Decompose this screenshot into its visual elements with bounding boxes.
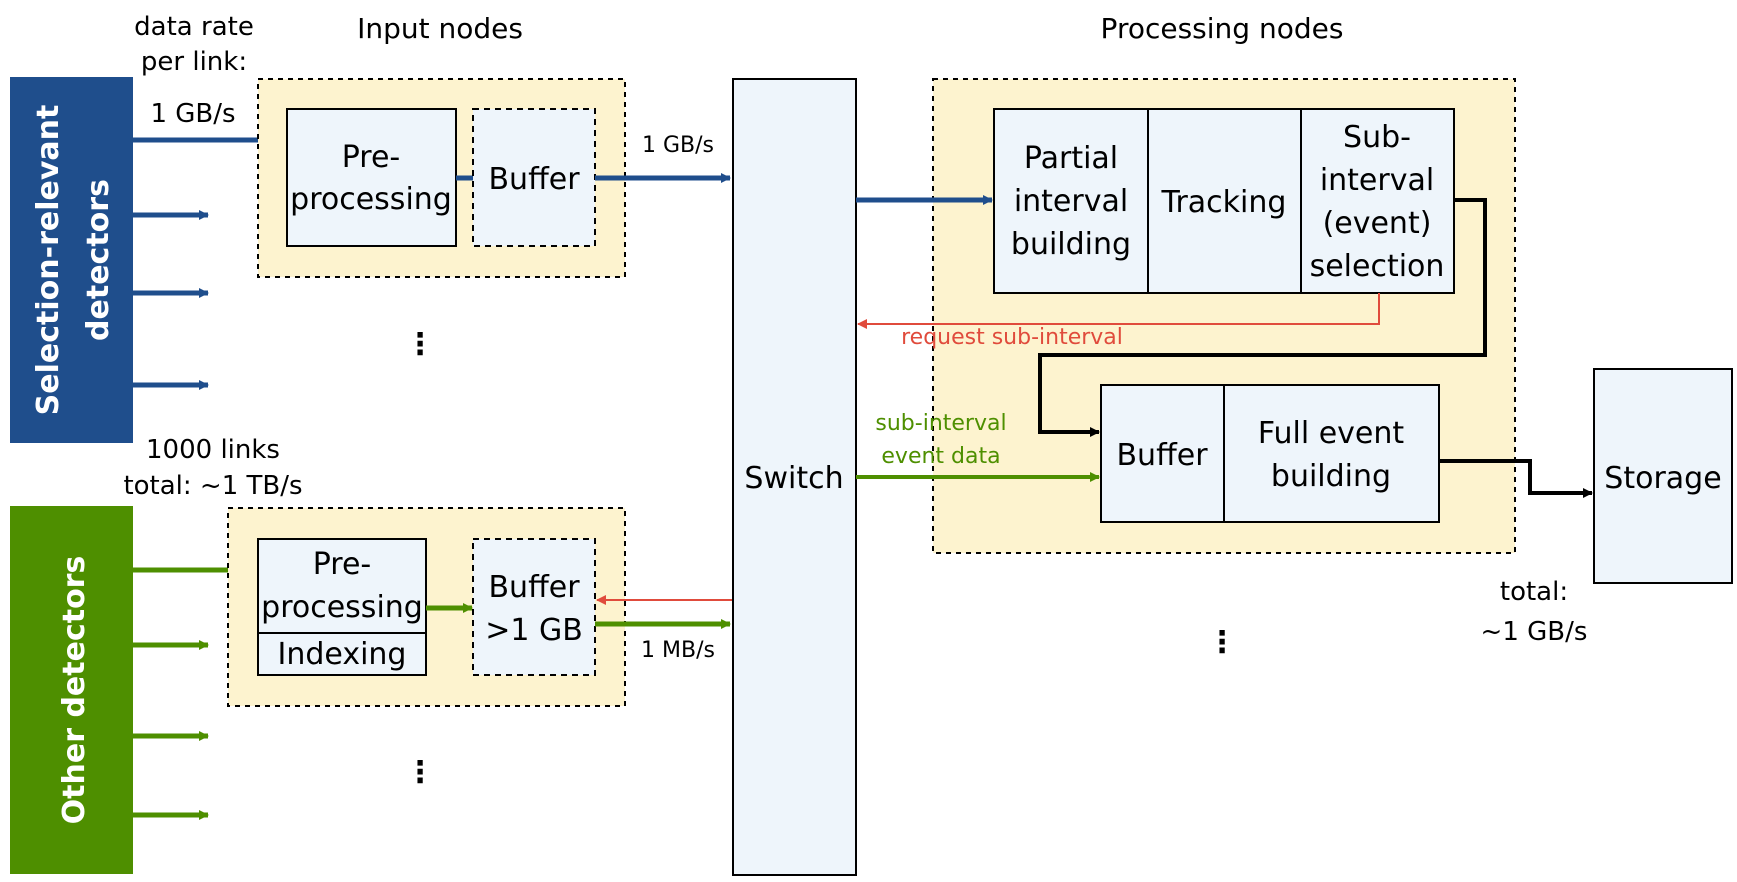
buffer-label-top: Buffer xyxy=(488,162,580,197)
preprocessing-bottom-label-2: processing xyxy=(261,590,423,625)
processing-buffer-label: Buffer xyxy=(1116,438,1208,473)
partial-label-3: building xyxy=(1011,227,1131,262)
partial-label-1: Partial xyxy=(1024,141,1118,176)
buffer-bottom-label-1: Buffer xyxy=(488,570,580,605)
buffer-bottom-label-2: >1 GB xyxy=(485,613,583,648)
event-building-box xyxy=(1100,384,1440,523)
storage-label: Storage xyxy=(1604,461,1721,496)
sub-selection-label-4: selection xyxy=(1310,249,1445,284)
preprocessing-box-top xyxy=(286,108,457,247)
request-subinterval-label: request sub-interval xyxy=(901,325,1123,350)
other-detectors-block xyxy=(10,506,133,874)
per-link-label: per link: xyxy=(141,47,247,77)
input-nodes-ellipsis: ⋮ xyxy=(405,327,435,362)
full-event-label-1: Full event xyxy=(1258,416,1405,451)
selection-detectors-label-2: detectors xyxy=(81,179,116,341)
processing-nodes-ellipsis: ⋮ xyxy=(1207,625,1237,660)
buffer-rate-label: 1 MB/s xyxy=(641,638,715,663)
request-subinterval-arrow xyxy=(857,293,1380,329)
switch-box xyxy=(732,78,857,876)
preprocessing-box-bottom xyxy=(257,538,427,676)
storage-total-label-2: ~1 GB/s xyxy=(1481,617,1588,647)
subinterval-data-label-1: sub-interval xyxy=(875,411,1006,436)
links-total-label: total: ~1 TB/s xyxy=(123,471,302,501)
event-to-storage-arrow xyxy=(1439,459,1593,498)
preprocessing-bottom-label-1: Pre- xyxy=(313,547,372,582)
tracking-label: Tracking xyxy=(1161,185,1287,220)
full-event-label-2: building xyxy=(1271,459,1391,494)
preprocessing-label-1: Pre- xyxy=(342,140,401,175)
sub-selection-label-3: (event) xyxy=(1323,206,1432,241)
processing-nodes-title: Processing nodes xyxy=(1101,12,1344,45)
links-count-label: 1000 links xyxy=(146,435,280,465)
subinterval-data-label-2: event data xyxy=(881,444,1000,469)
partial-label-2: interval xyxy=(1014,184,1128,219)
selection-chain-box xyxy=(993,108,1455,294)
selection-detectors-block xyxy=(10,77,133,443)
input-nodes-bottom-ellipsis: ⋮ xyxy=(405,755,435,790)
sub-selection-label-2: interval xyxy=(1320,163,1434,198)
storage-total-label-1: total: xyxy=(1500,577,1568,607)
storage-box xyxy=(1593,368,1733,584)
other-detectors-label: Other detectors xyxy=(57,556,92,825)
indexing-label: Indexing xyxy=(278,637,407,672)
input-nodes-title: Input nodes xyxy=(357,12,523,45)
selection-detectors-label-1: Selection-relevant xyxy=(31,105,66,416)
buffer-box-bottom xyxy=(472,538,596,676)
switch-label: Switch xyxy=(744,461,843,496)
link-rate-label: 1 GB/s xyxy=(150,99,235,129)
input-rate-label: 1 GB/s xyxy=(642,133,714,158)
data-rate-label: data rate xyxy=(134,12,254,42)
sub-selection-label-1: Sub- xyxy=(1343,120,1411,155)
preprocessing-label-2: processing xyxy=(290,182,452,217)
selection-to-buffer-arrow xyxy=(1038,198,1487,437)
